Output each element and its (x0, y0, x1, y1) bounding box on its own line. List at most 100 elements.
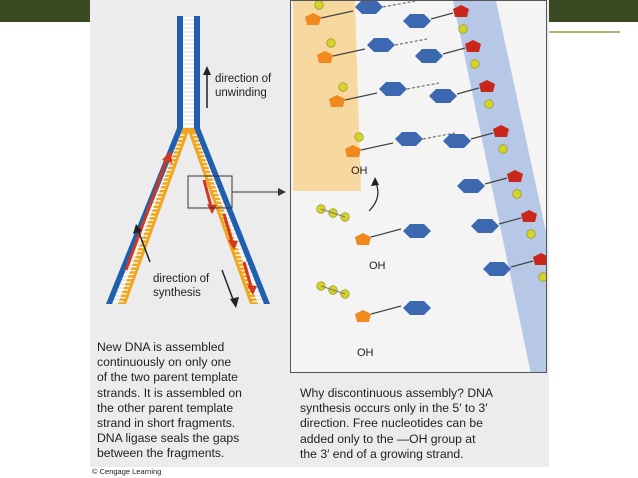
top-bar-left (0, 0, 90, 22)
sugar (355, 310, 371, 322)
nucleotide-chains (305, 1, 546, 322)
unwinding-label-line-1: direction of (215, 73, 272, 85)
hydrogen-bond (406, 82, 440, 90)
new-strand-highlight (293, 1, 361, 191)
left-caption-line: DNA ligase seals the gaps (97, 431, 240, 446)
base (367, 38, 395, 52)
bond (510, 260, 534, 268)
synthesis-label-line-1: direction of (153, 273, 210, 285)
phosphate (484, 99, 494, 109)
bond (430, 12, 454, 20)
phosphate-bond (320, 208, 346, 218)
base (443, 134, 471, 148)
left-caption-line: strand in short fragments. (97, 416, 236, 431)
sugar (493, 125, 509, 137)
hydrogen-bond (394, 38, 428, 46)
right-caption-line: added only to the —OH group at (300, 431, 476, 446)
sugar (345, 145, 361, 157)
right-caption-line: direction. Free nucleotides can be (300, 416, 483, 431)
left-caption: New DNA is assembled continuously on onl… (97, 340, 242, 462)
phosphate (354, 132, 364, 142)
unwinding-arrow-head (203, 66, 211, 75)
bond (320, 10, 354, 19)
helix-rungs (183, 17, 194, 127)
copyright-credit: © Cengage Learning (92, 467, 162, 476)
oh-label-free-nucleotide-1: OH (369, 260, 386, 272)
left-caption-line: strands. It is assembled on (97, 385, 242, 400)
right-caption: Why discontinuous assembly? DNA synthesi… (300, 386, 493, 462)
sugar (453, 5, 469, 17)
phosphate (314, 1, 324, 10)
base (429, 89, 457, 103)
oh-label-chain-end: OH (351, 165, 368, 177)
top-bar-right (549, 0, 638, 22)
bond (470, 132, 494, 140)
sugar (329, 95, 345, 107)
base (457, 179, 485, 193)
hydrogen-bond (422, 132, 456, 140)
bond (332, 48, 366, 57)
sugar (465, 40, 481, 52)
base (403, 14, 431, 28)
sugar (479, 80, 495, 92)
sugar (305, 13, 321, 25)
synthesis-label-line-2: synthesis (153, 287, 201, 299)
sugar (533, 253, 546, 265)
base (379, 82, 407, 96)
phosphate-bond (320, 285, 346, 295)
right-caption-line: the 3′ end of a growing strand. (300, 446, 464, 461)
left-caption-line: between the fragments. (97, 446, 225, 461)
phosphate (326, 38, 336, 48)
bond (370, 305, 402, 315)
zoom-arrow-head (278, 188, 286, 196)
left-caption-line: of the two parent template (97, 370, 238, 385)
hydrogen-bond (382, 1, 416, 8)
unwinding-label: direction of unwinding (215, 72, 271, 100)
base (471, 219, 499, 233)
synthesis-arrow-left-head (133, 224, 142, 234)
right-fork-arm (187, 128, 270, 304)
right-caption-line: Why discontinuous assembly? DNA (300, 386, 494, 400)
synthesis-label: direction of synthesis (153, 272, 209, 300)
sugar (317, 51, 333, 63)
synthesis-arrow-left (137, 229, 151, 263)
synthesis-arrow-right-head (230, 297, 239, 308)
base (483, 262, 511, 276)
phosphate (338, 82, 348, 92)
sugar (521, 210, 537, 222)
phosphate (498, 144, 508, 154)
base (355, 1, 383, 14)
bond (360, 142, 394, 151)
left-caption-line: the other parent template (97, 400, 234, 415)
base (395, 132, 423, 146)
leading-arrow-head (162, 150, 172, 163)
base (403, 301, 431, 315)
leading-strand-arrow (124, 155, 170, 271)
attach-arrow-head (371, 177, 379, 186)
base (415, 49, 443, 63)
phosphate (538, 272, 546, 282)
molecular-inset: OH OH OH (290, 0, 547, 373)
left-caption-line: New DNA is assembled (97, 340, 225, 354)
parent-double-helix (177, 16, 200, 128)
phosphate (458, 24, 468, 34)
synthesis-arrow-right (221, 269, 235, 303)
bond (344, 92, 378, 101)
bond (370, 228, 402, 238)
bond (484, 177, 508, 185)
phosphate (526, 229, 536, 239)
template-strand-highlight (453, 1, 546, 372)
bond (442, 47, 466, 55)
unwinding-label-line-2: unwinding (215, 87, 267, 99)
right-caption-line: synthesis occurs only in the 5′ to 3′ (300, 401, 488, 416)
bond (456, 87, 480, 95)
left-caption-line: continuously on only one (97, 355, 232, 370)
accent-line (549, 31, 620, 33)
phosphate (470, 59, 480, 69)
phosphate (512, 189, 522, 199)
left-fork-arm (106, 128, 190, 304)
lagging-fragment-arrows (202, 179, 257, 295)
sugar (355, 233, 371, 245)
base (403, 224, 431, 238)
